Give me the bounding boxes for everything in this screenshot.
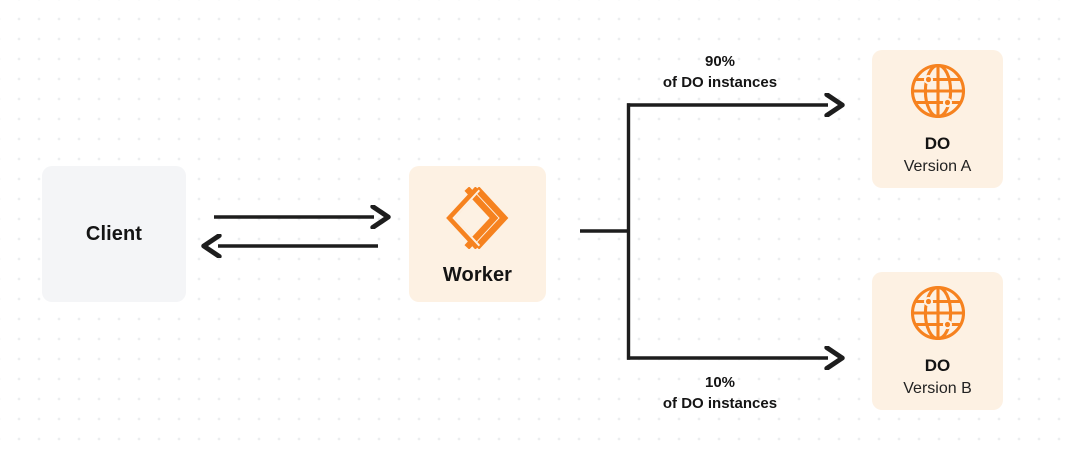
edge-label-do-a-percent: 90% (704, 53, 736, 70)
edge-label-do-b-percent: 10% (704, 374, 736, 391)
edge-label-do-b: 10% of DO instances (612, 373, 828, 414)
node-do-b-label: DO (924, 355, 951, 375)
edge-label-do-a: 90% of DO instances (612, 52, 828, 93)
node-do-b-sublabel: Version B (903, 379, 972, 397)
globe-icon (908, 61, 968, 121)
node-worker-label: Worker (442, 263, 513, 286)
edge-label-do-b-caption: of DO instances (662, 394, 778, 412)
branch-connector-worker-to-dos (580, 103, 631, 360)
node-worker: Worker (409, 166, 546, 302)
node-do-version-a: DO Version A (872, 50, 1003, 188)
node-do-version-b: DO Version B (872, 272, 1003, 410)
edge-label-do-a-caption: of DO instances (662, 73, 778, 91)
cloudflare-workers-icon (445, 185, 511, 250)
node-do-a-label: DO (924, 133, 951, 153)
node-do-a-sublabel: Version A (903, 157, 972, 175)
node-client: Client (42, 166, 186, 302)
globe-icon (908, 283, 968, 343)
node-client-label: Client (85, 222, 143, 245)
